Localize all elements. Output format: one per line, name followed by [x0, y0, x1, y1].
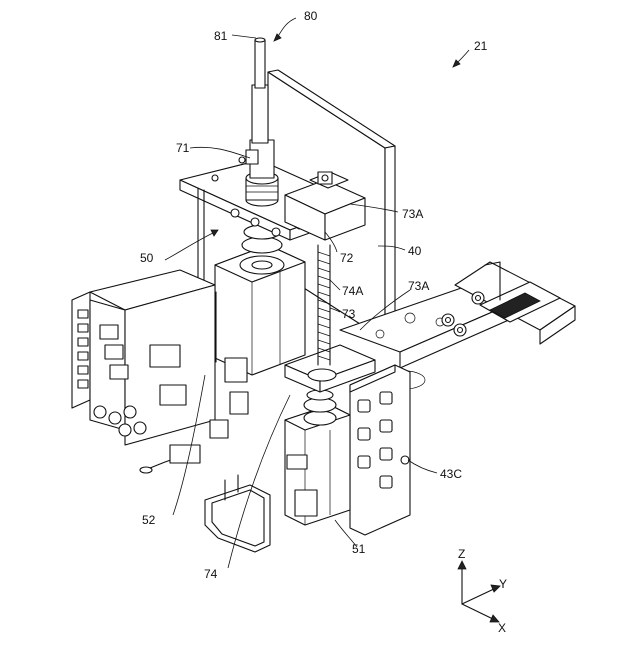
label-74A: 74A [342, 284, 363, 298]
label-73A-mid: 73A [408, 279, 429, 293]
upper-coupling [246, 140, 278, 206]
label-71: 71 [176, 141, 190, 155]
label-51: 51 [352, 542, 366, 556]
label-80: 80 [304, 9, 318, 23]
label-50: 50 [140, 251, 154, 265]
label-40: 40 [408, 244, 422, 258]
axis-y-label: Y [499, 577, 507, 591]
label-72: 72 [340, 251, 354, 265]
axis-x-label: X [498, 621, 506, 635]
label-21: 21 [474, 39, 488, 53]
label-43C: 43C [440, 467, 462, 481]
axis-triad: Z Y X [458, 547, 507, 635]
shaft [252, 38, 268, 143]
label-52: 52 [142, 513, 156, 527]
label-73A-top: 73A [402, 207, 423, 221]
label-74: 74 [204, 567, 218, 581]
connector-plate [350, 365, 410, 535]
axis-z-label: Z [458, 547, 465, 561]
label-81: 81 [214, 29, 228, 43]
frame-tubing [205, 475, 270, 552]
lower-motor [285, 390, 350, 525]
label-73: 73 [342, 307, 356, 321]
